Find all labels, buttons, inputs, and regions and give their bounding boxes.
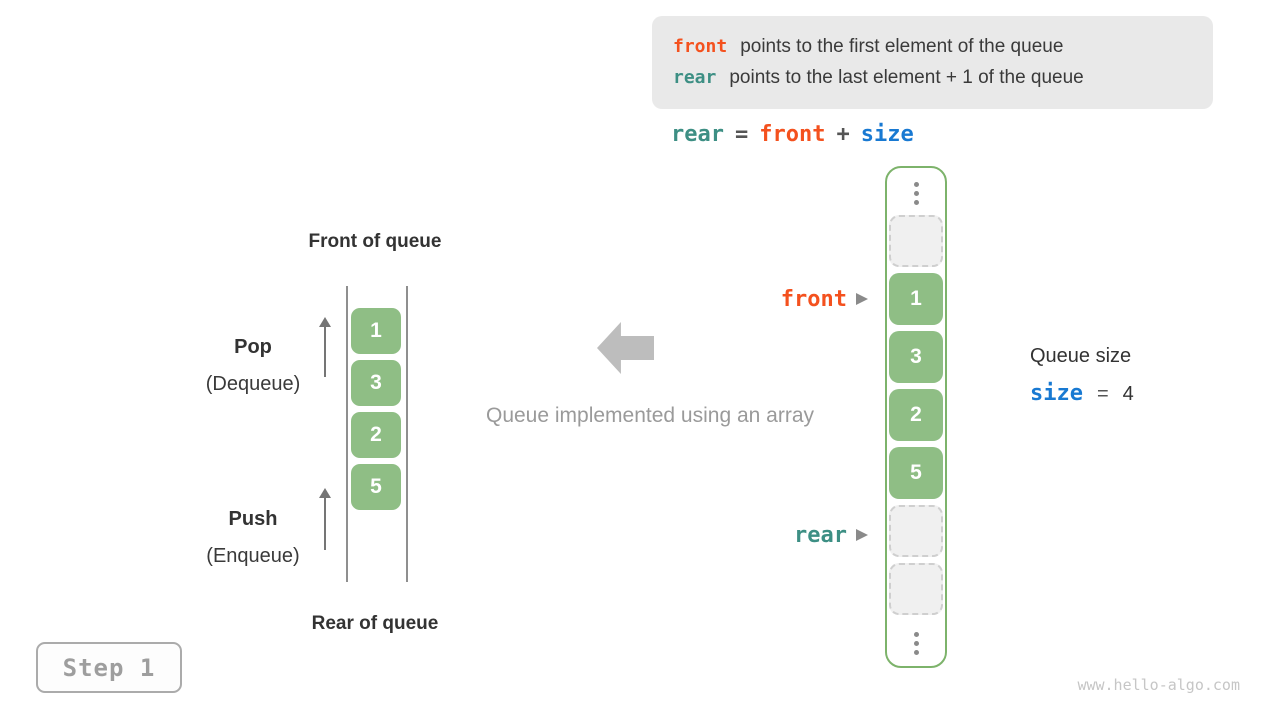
front-pointer-arrow-icon	[856, 293, 868, 305]
array-cell: 5	[889, 447, 943, 499]
queue-size-label: Queue size	[1030, 345, 1132, 367]
array-empty-cell	[889, 215, 943, 267]
push-arrow-stem	[324, 497, 326, 550]
size-equals: =	[1096, 383, 1109, 405]
queue-size-equation: size = 4	[1030, 381, 1134, 406]
front-keyword: front	[673, 36, 728, 57]
size-value: 4	[1122, 383, 1134, 405]
formula: rear = front + size	[671, 122, 914, 147]
legend-line-rear: rear points to the last element + 1 of t…	[673, 67, 1213, 89]
formula-front: front	[759, 122, 826, 147]
pop-up-arrow-icon	[319, 317, 331, 327]
watermark: www.hello-algo.com	[1077, 676, 1240, 694]
front-pointer-label: front	[780, 286, 847, 312]
queue-cell: 1	[351, 308, 401, 354]
legend-rear-description: points to the last element + 1 of the qu…	[729, 67, 1084, 88]
left-arrow-icon	[597, 322, 654, 374]
queue-cell: 3	[351, 360, 401, 406]
front-of-queue-heading: Front of queue	[308, 231, 442, 252]
size-keyword: size	[1030, 381, 1083, 406]
array-empty-cell	[889, 505, 943, 557]
front-pointer: front	[700, 285, 868, 313]
rear-pointer-label: rear	[794, 522, 847, 548]
pop-label: Pop	[234, 336, 272, 358]
legend-box: front points to the first element of the…	[652, 16, 1213, 109]
ellipsis-top-icon	[909, 182, 923, 205]
push-up-arrow-icon	[319, 488, 331, 498]
array-caption: Queue implemented using an array	[485, 404, 815, 427]
step-badge: Step 1	[36, 642, 182, 693]
legend-front-description: points to the first element of the queue	[740, 36, 1064, 57]
pop-arrow-stem	[324, 326, 326, 377]
queue-right-wall	[406, 286, 408, 582]
enqueue-label: (Enqueue)	[206, 545, 300, 567]
rear-keyword: rear	[673, 67, 717, 88]
queue-cell: 2	[351, 412, 401, 458]
push-label: Push	[228, 508, 278, 530]
formula-plus: +	[836, 122, 850, 147]
rear-of-queue-heading: Rear of queue	[311, 613, 439, 634]
array-empty-cell	[889, 563, 943, 615]
array-cell: 1	[889, 273, 943, 325]
legend-line-front: front points to the first element of the…	[673, 36, 1213, 58]
formula-size: size	[860, 122, 914, 147]
formula-rear: rear	[671, 122, 724, 147]
rear-pointer-arrow-icon	[856, 529, 868, 541]
array-cell: 2	[889, 389, 943, 441]
dequeue-label: (Dequeue)	[205, 373, 301, 395]
queue-left-wall	[346, 286, 348, 582]
ellipsis-bottom-icon	[909, 632, 923, 655]
array-cell: 3	[889, 331, 943, 383]
rear-pointer: rear	[700, 521, 868, 549]
queue-cell: 5	[351, 464, 401, 510]
formula-equals: =	[734, 122, 749, 147]
